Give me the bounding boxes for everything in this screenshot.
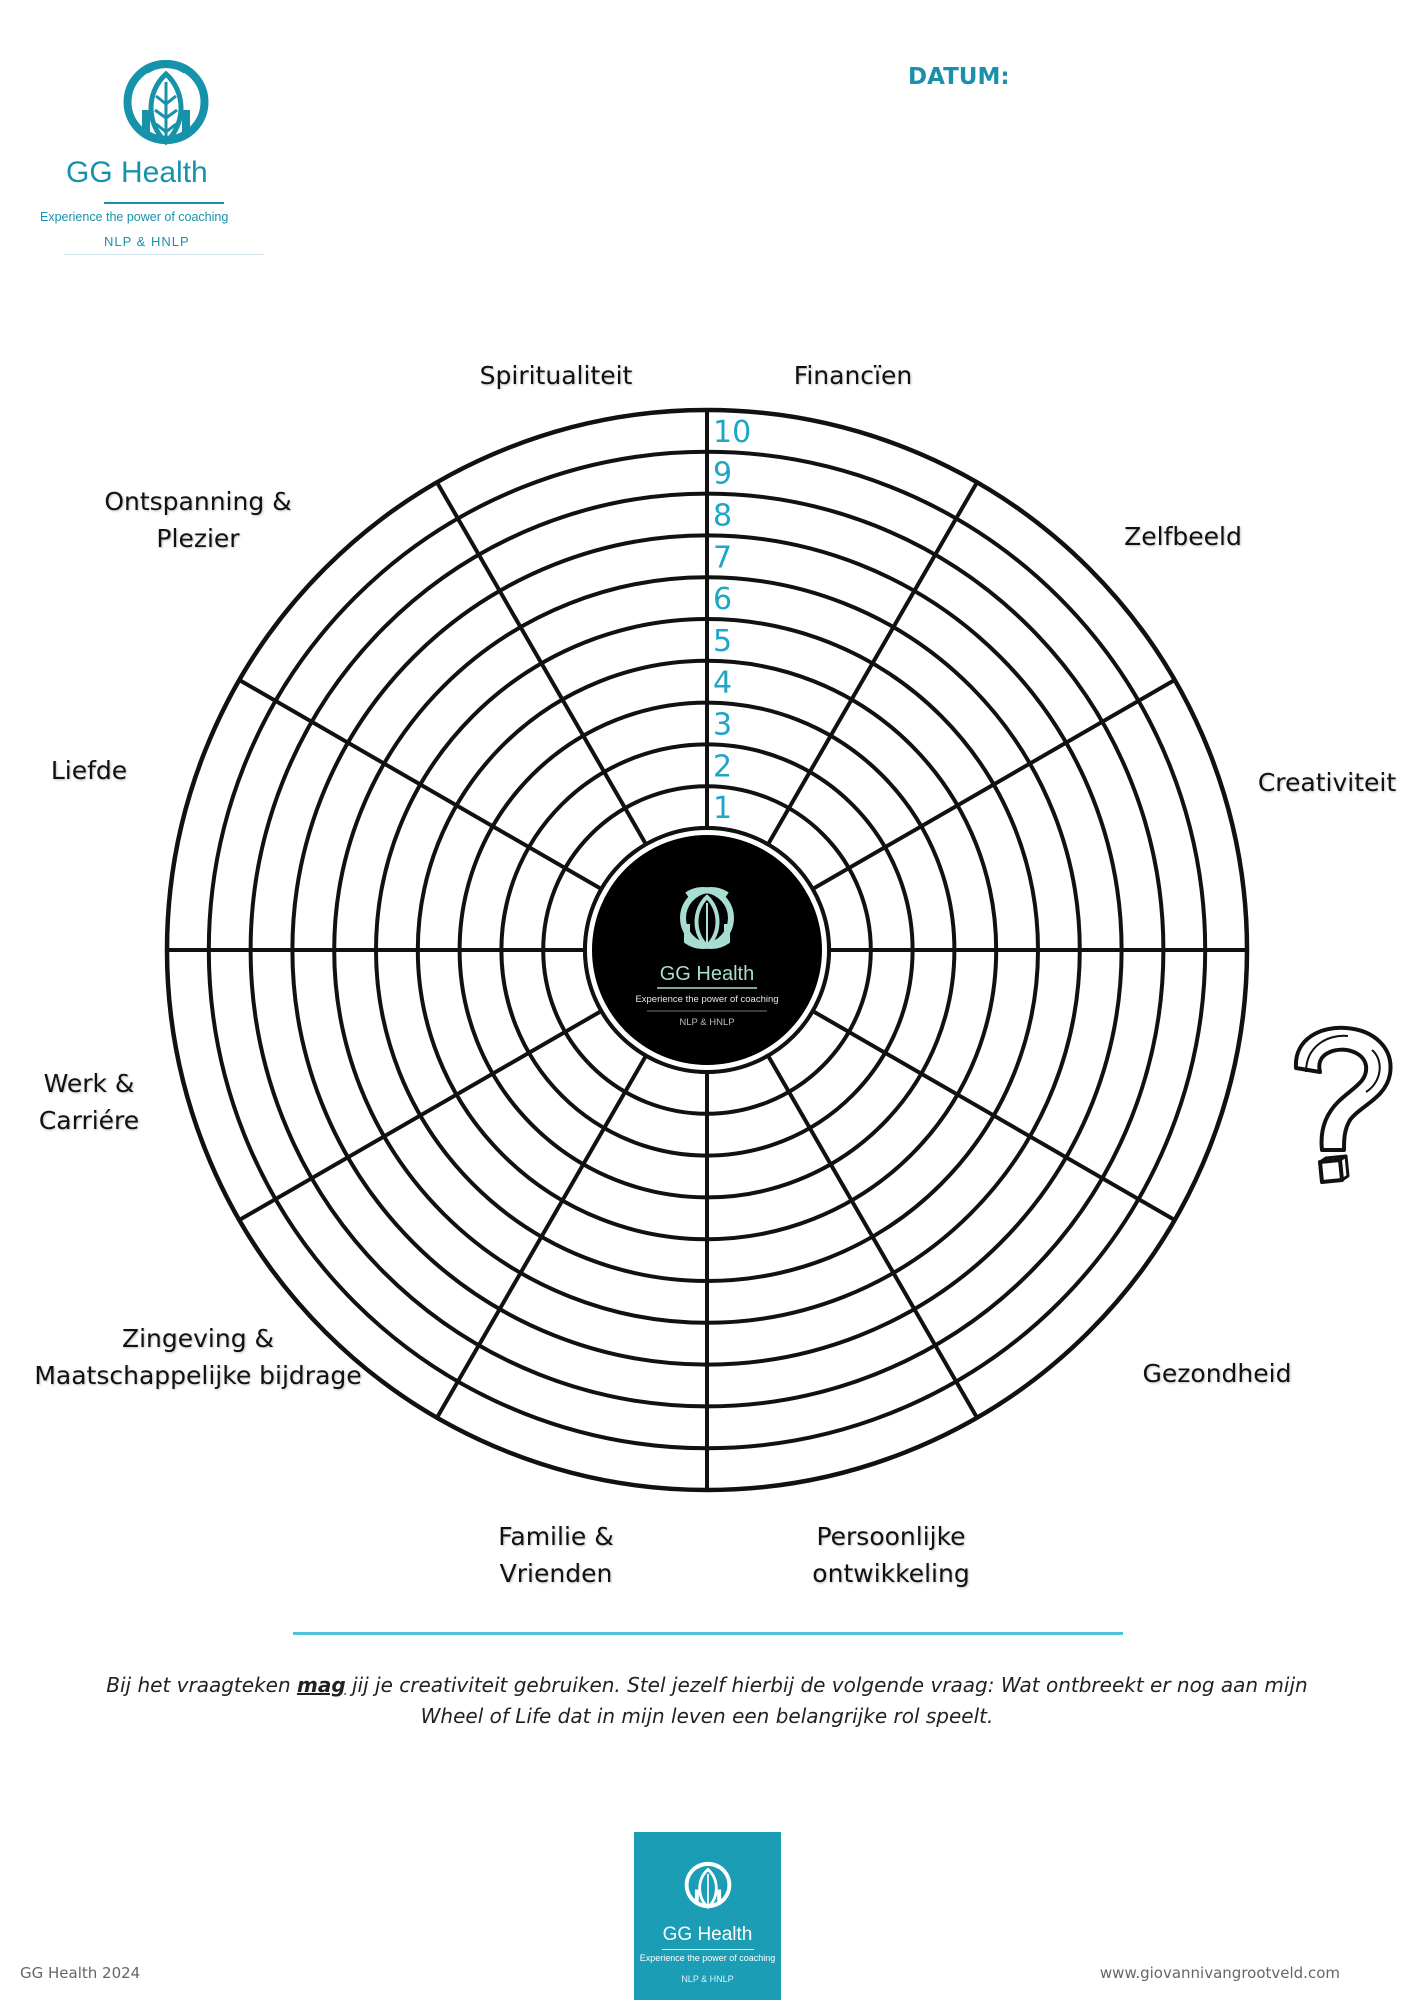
- footer-copyright: GG Health 2024: [20, 1964, 141, 1982]
- footer-gg-logo-icon: [684, 1861, 732, 1910]
- scale-label: 3: [713, 708, 732, 743]
- category-spiritualiteit: Spiritualiteit: [479, 361, 633, 390]
- wheel-of-life: 1 2 3 4 5 6 7 8 9 10 GG Health Experience the pow…: [164, 407, 1250, 1493]
- footer-website[interactable]: www.giovannivangrootveld.com: [1099, 1964, 1340, 1982]
- brand-logo: GG Health Experience the power of coachi…: [36, 52, 296, 262]
- note-after: jij je creativiteit gebruiken. Stel jeze…: [345, 1673, 1308, 1728]
- wheel-spoke: [766, 1054, 979, 1419]
- category-ontspanning-plezier: Ontspanning &Plezier: [104, 487, 292, 553]
- wheel-spokes: [167, 410, 1247, 1490]
- section-divider: [293, 1632, 1123, 1635]
- scale-label: 4: [713, 666, 732, 701]
- center-brand-tagline: Experience the power of coaching: [635, 994, 778, 1005]
- footer-brand-name: GG Health: [662, 1924, 753, 1945]
- wheel-center-hub: GG Health Experience the power of coachi…: [583, 826, 831, 1074]
- scale-label: 2: [713, 749, 732, 784]
- scale-label: 1: [713, 791, 732, 826]
- scale-label: 8: [713, 499, 732, 534]
- category-financien: Financïen: [793, 361, 913, 390]
- center-gg-logo-icon: [680, 887, 734, 949]
- scale-label: 6: [713, 582, 732, 617]
- question-mark-icon: [1293, 1025, 1393, 1184]
- gg-leaf-logo-icon: [123, 60, 209, 146]
- category-zingeving: Zingeving &Maatschappelijke bijdrage: [34, 1324, 362, 1390]
- center-brand-name: GG Health: [660, 963, 754, 985]
- category-werk-carriere: Werk &Carriére: [38, 1069, 140, 1135]
- brand-divider: [104, 202, 224, 204]
- wheel-spoke: [811, 678, 1176, 891]
- datum-label: DATUM:: [908, 64, 1010, 90]
- center-brand-subtitle: NLP & HNLP: [679, 1017, 734, 1028]
- wheel-spoke: [238, 678, 603, 891]
- scale-label: 10: [713, 415, 751, 450]
- scale-label: 7: [713, 540, 732, 575]
- instruction-note: Bij het vraagteken mag jij je creativite…: [87, 1670, 1327, 1732]
- scale-label: 5: [713, 624, 732, 659]
- footer-brand-divider: [662, 1949, 754, 1950]
- brand-subtitle: NLP & HNLP: [104, 234, 190, 249]
- category-creativiteit: Creativiteit: [1257, 768, 1397, 797]
- note-emphasis: mag: [296, 1673, 346, 1697]
- wheel-spoke: [238, 1009, 603, 1222]
- wheel-spoke: [766, 481, 979, 846]
- footer-logo-card: GG Health Experience the power of coachi…: [634, 1832, 781, 2000]
- footer-brand-subtitle: NLP & HNLP: [681, 1974, 734, 1984]
- note-before: Bij het vraagteken: [106, 1673, 297, 1697]
- wheel-spoke: [811, 1009, 1176, 1222]
- brand-tagline: Experience the power of coaching: [40, 210, 229, 224]
- wheel-spoke: [435, 481, 648, 846]
- category-liefde: Liefde: [50, 756, 128, 785]
- scale-label: 9: [713, 457, 732, 492]
- brand-name: GG Health: [66, 156, 208, 189]
- category-familie-vrienden: Familie &Vrienden: [498, 1522, 614, 1588]
- footer-brand-tagline: Experience the power of coaching: [639, 1953, 776, 1963]
- category-zelfbeeld: Zelfbeeld: [1124, 522, 1242, 551]
- wheel-scale: 1 2 3 4 5 6 7 8 9 10: [713, 415, 751, 826]
- wheel-spoke: [435, 1054, 648, 1419]
- category-gezondheid: Gezondheid: [1142, 1359, 1292, 1388]
- brand-divider-bottom: [64, 254, 264, 255]
